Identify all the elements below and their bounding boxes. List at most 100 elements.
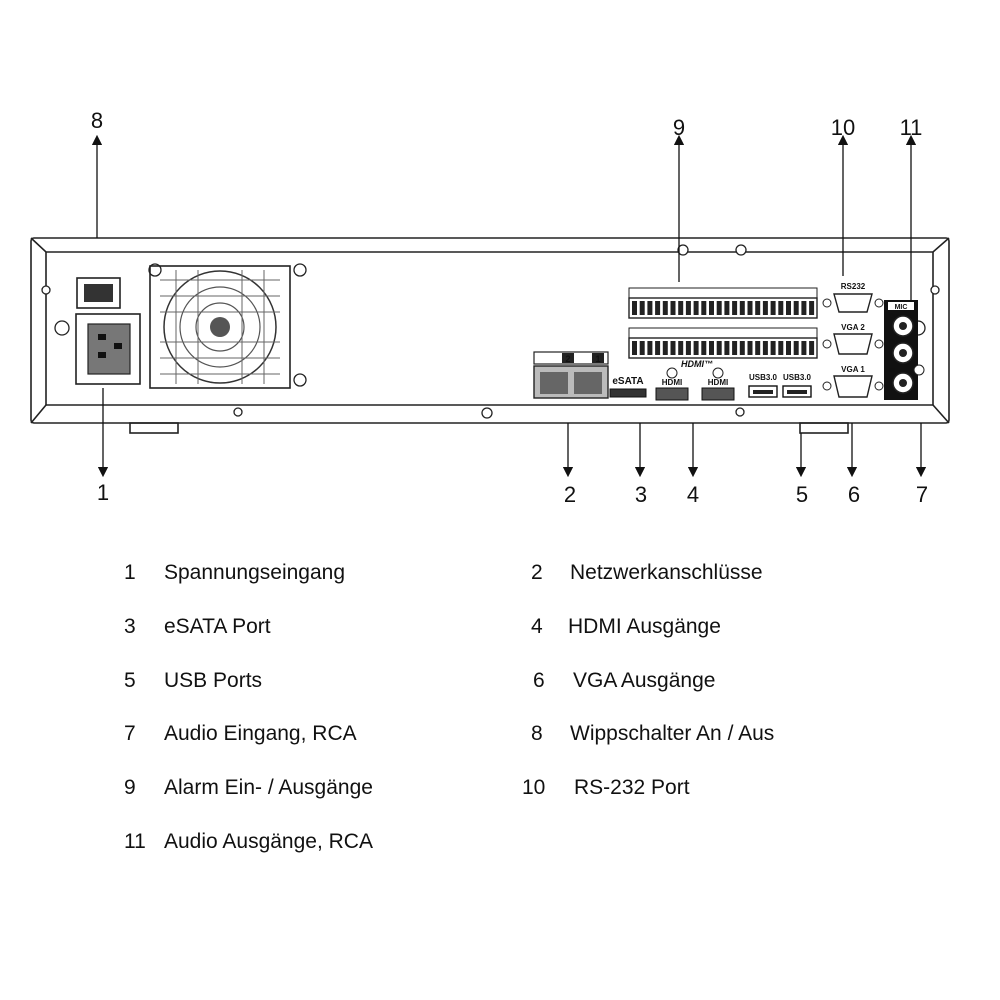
terminal-pin — [747, 301, 753, 315]
terminal-pin — [732, 301, 738, 315]
esata-label: eSATA — [612, 376, 643, 387]
legend-text: Alarm Ein- / Ausgänge — [164, 776, 373, 799]
hdmi-ports: HDMI™ HDMI HDMI — [655, 359, 735, 401]
legend-text: Netzwerkanschlüsse — [570, 561, 763, 584]
legend-number: 3 — [124, 615, 136, 638]
legend-item-7: 7 Audio Eingang, RCA — [124, 722, 357, 746]
terminal-pin — [655, 301, 661, 315]
lan-port-2-label: 2 — [565, 354, 570, 364]
terminal-pin — [809, 301, 815, 315]
legend-text: Audio Ausgänge, RCA — [164, 830, 373, 853]
terminal-pin — [739, 301, 745, 315]
lan-ports: 2 1 — [533, 351, 609, 399]
terminal-pin — [778, 301, 784, 315]
vga1-port: VGA 1 — [822, 365, 884, 398]
terminal-pin — [801, 341, 807, 355]
callout-7: 7 — [916, 482, 928, 507]
terminal-pin — [693, 341, 699, 355]
terminal-pin — [793, 341, 799, 355]
legend-item-5: 5 USB Ports — [124, 669, 262, 693]
terminal-pin — [678, 301, 684, 315]
callout-6: 6 — [848, 482, 860, 507]
legend-number: 6 — [533, 669, 545, 692]
terminal-pin — [778, 341, 784, 355]
in-label: IN — [889, 368, 895, 374]
legend-number: 7 — [124, 722, 136, 745]
rs232-port: RS232 — [822, 282, 884, 313]
terminal-pin — [647, 341, 653, 355]
terminal-pin — [639, 341, 645, 355]
terminal-pin — [701, 341, 707, 355]
terminal-pin — [762, 341, 768, 355]
legend-item-3: 3 eSATA Port — [124, 615, 271, 639]
legend-text: USB Ports — [164, 669, 263, 692]
vga1-label: VGA 1 — [841, 365, 865, 374]
terminal-pin — [755, 341, 761, 355]
legend-item-9: 9 Alarm Ein- / Ausgänge — [124, 776, 373, 800]
usb-a-label: USB3.0 — [749, 373, 778, 382]
terminal-pin — [724, 341, 730, 355]
callout-4: 4 — [687, 482, 699, 507]
out-a-label: OUT — [889, 314, 902, 320]
usb-b-label: USB3.0 — [783, 373, 812, 382]
audio-rca-block: MIC OUT OUT IN — [884, 300, 925, 400]
terminal-pin — [639, 301, 645, 315]
terminal-pin — [716, 301, 722, 315]
terminal-pin — [739, 341, 745, 355]
terminal-pin — [685, 341, 691, 355]
rs232-label: RS232 — [841, 282, 866, 291]
terminal-pin — [747, 341, 753, 355]
hdmi-port-1-label: HDMI — [662, 378, 682, 387]
alarm-terminal-blocks — [628, 287, 818, 359]
hdmi-port-2-label: HDMI — [708, 378, 728, 387]
esata-port: eSATA — [609, 376, 647, 398]
legend-text: Spannungseingang — [164, 561, 346, 584]
legend-number: 9 — [124, 776, 136, 799]
terminal-pin — [670, 341, 676, 355]
terminal-pin — [709, 341, 714, 355]
chassis — [30, 237, 950, 434]
terminal-pin — [755, 301, 761, 315]
fan-grille — [149, 265, 291, 389]
power-socket — [75, 313, 141, 385]
legend-text: Wippschalter An / Aus — [570, 722, 775, 745]
terminal-pin — [724, 301, 730, 315]
terminal-pin — [793, 301, 799, 315]
hdmi-logo: HDMI™ — [681, 359, 713, 369]
terminal-pin — [709, 301, 714, 315]
lan-port-1-label: 1 — [595, 354, 600, 364]
legend-number: 5 — [124, 669, 136, 692]
legend-number: 10 — [522, 776, 546, 799]
callout-9: 9 — [673, 115, 685, 140]
callout-11: 11 — [900, 115, 923, 140]
terminal-pin — [678, 341, 684, 355]
terminal-pin — [770, 301, 776, 315]
callout-3: 3 — [635, 482, 647, 507]
terminal-pin — [685, 301, 691, 315]
terminal-pin — [662, 301, 668, 315]
power-rocker-switch — [76, 277, 121, 309]
terminal-pin — [716, 341, 722, 355]
legend-number: 1 — [124, 561, 136, 584]
usb-ports: USB3.0 USB3.0 — [748, 373, 812, 398]
legend-text: HDMI Ausgänge — [568, 615, 721, 638]
legend-number: 2 — [531, 561, 543, 584]
mic-label: MIC — [895, 304, 908, 311]
callout-2: 2 — [564, 482, 576, 507]
legend-item-1: 1 Spannungseingang — [124, 561, 345, 585]
legend-item-6: 6 VGA Ausgänge — [533, 669, 715, 693]
terminal-pin — [770, 341, 776, 355]
legend-text: eSATA Port — [164, 615, 271, 638]
terminal-pin — [762, 301, 768, 315]
legend-item-2: 2 Netzwerkanschlüsse — [531, 561, 763, 585]
legend-text: VGA Ausgänge — [573, 669, 716, 692]
terminal-pin — [693, 301, 699, 315]
callout-lines — [91, 134, 927, 478]
terminal-pin — [670, 301, 676, 315]
legend-text: Audio Eingang, RCA — [164, 722, 357, 745]
terminal-pin — [632, 341, 637, 355]
